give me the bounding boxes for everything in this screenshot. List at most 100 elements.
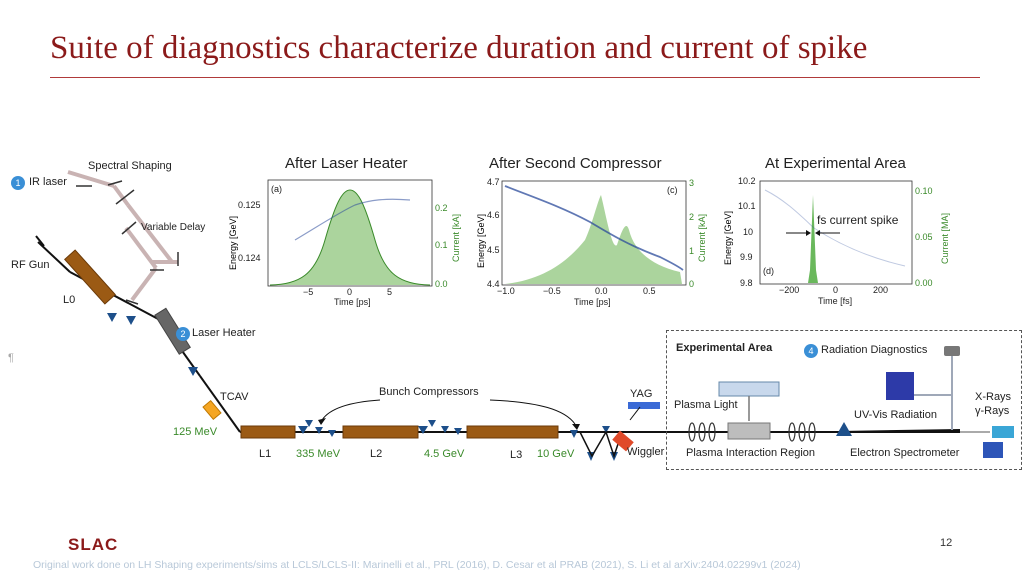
spectral-shaping-label: Spectral Shaping xyxy=(88,160,172,172)
laser-optics xyxy=(76,180,179,305)
panel-d-heading: At Experimental Area xyxy=(765,155,906,172)
panel-c-y2tick-2: 2 xyxy=(689,212,695,222)
panel-a-ytick-1: 0.125 xyxy=(238,200,261,210)
yag-arrow xyxy=(629,406,641,421)
page-number: 12 xyxy=(940,537,953,549)
experimental-area-title: Experimental Area xyxy=(676,342,773,354)
laser-heater-badge: 2 xyxy=(176,327,190,341)
l1-label: L1 xyxy=(259,448,272,460)
panel-c-label: (c) xyxy=(667,185,678,195)
wiggler-module xyxy=(612,430,634,452)
panel-a-y2tick-2: 0.1 xyxy=(435,240,448,250)
spectrometer-screen xyxy=(983,442,1003,458)
panel-c-ylabel: Energy [GeV] xyxy=(476,213,486,268)
panel-c-xtick-3: 0.0 xyxy=(595,286,608,296)
panel-a-ytick-2: 0.124 xyxy=(238,253,261,263)
panel-d-current-spike xyxy=(808,195,818,283)
gamma-rays-label: γ-Rays xyxy=(975,405,1010,417)
bunch-compressors-label: Bunch Compressors xyxy=(379,386,479,398)
panel-c-y2label: Current [kA] xyxy=(697,213,707,262)
l3-label: L3 xyxy=(510,449,523,461)
gun-cathode xyxy=(35,235,45,247)
panel-a-y2tick-1: 0.2 xyxy=(435,203,448,213)
fs-spike-annotation: fs current spike xyxy=(817,213,899,227)
panel-d-ytick-4: 9.9 xyxy=(740,252,753,262)
panel-c-y2tick-4: 0 xyxy=(689,279,695,289)
plasma-lenses xyxy=(688,422,816,442)
panel-c-y2tick-3: 1 xyxy=(689,246,695,256)
citation-footer: Original work done on LH Shaping experim… xyxy=(33,559,801,571)
panel-a-current-fill xyxy=(270,190,430,285)
laser-path xyxy=(67,170,178,302)
linac-l1 xyxy=(240,425,296,439)
energy-125-label: 125 MeV xyxy=(173,426,218,438)
title-divider xyxy=(50,77,980,78)
chicane-path xyxy=(579,430,623,459)
panel-c-xtick-4: 0.5 xyxy=(643,286,656,296)
xray-screen xyxy=(992,426,1014,438)
panel-d-ytick-5: 9.8 xyxy=(740,278,753,288)
panel-d-ytick-3: 10 xyxy=(743,227,754,237)
panel-a-plot xyxy=(267,179,433,287)
panel-a-label: (a) xyxy=(271,184,282,194)
panel-d-label: (d) xyxy=(763,266,774,276)
panel-d-xtick-1: −200 xyxy=(779,285,800,295)
panel-c-xtick-2: −0.5 xyxy=(543,286,561,296)
panel-a-current-line xyxy=(269,189,431,286)
rf-gun-label: RF Gun xyxy=(11,259,50,271)
radiation-badge: 4 xyxy=(804,344,818,358)
linac-l3 xyxy=(466,425,559,439)
panel-d-y2label: Current [MA] xyxy=(940,212,950,264)
panel-d-xlabel: Time [fs] xyxy=(818,296,853,306)
panel-c-xtick-1: −1.0 xyxy=(497,286,515,296)
xrays-label: X-Rays xyxy=(975,391,1012,403)
panel-a-xtick-2: 0 xyxy=(347,287,353,297)
yag-screen xyxy=(628,402,660,409)
variable-delay-label: Variable Delay xyxy=(141,222,206,233)
panel-d-y2tick-3: 0.00 xyxy=(915,278,933,288)
linac-segments xyxy=(64,249,559,439)
energy-10-label: 10 GeV xyxy=(537,448,575,460)
panel-a-phase-space xyxy=(294,198,411,241)
slac-logo: SLAC xyxy=(68,535,119,554)
linac-l2 xyxy=(342,425,419,439)
tcav-label: TCAV xyxy=(220,391,249,403)
yag-label: YAG xyxy=(630,388,653,400)
panel-c-phase-space xyxy=(504,185,684,271)
radiation-image xyxy=(886,372,914,400)
laser-heater-label: Laser Heater xyxy=(192,327,256,339)
page-title: Suite of diagnostics characterize durati… xyxy=(50,30,868,66)
plasma-light-label: Plasma Light xyxy=(674,399,738,411)
spectrometer-label: Electron Spectrometer xyxy=(850,447,960,459)
pilcrow-mark: ¶ xyxy=(8,352,14,364)
energy-45-label: 4.5 GeV xyxy=(424,448,465,460)
panel-c-xlabel: Time [ps] xyxy=(574,297,611,307)
linac-l0 xyxy=(64,249,116,305)
radiation-camera xyxy=(944,346,960,356)
ir-laser-label: IR laser xyxy=(29,176,67,188)
wiggler-label: Wiggler xyxy=(627,446,665,458)
panel-c-ytick-2: 4.6 xyxy=(487,210,500,220)
panel-c-current-fill xyxy=(505,195,682,284)
panel-d-phase-space xyxy=(764,189,906,267)
panel-c-y2tick-1: 3 xyxy=(689,178,695,188)
l0-label: L0 xyxy=(63,294,76,306)
experimental-area-box xyxy=(666,330,1022,470)
panel-a-y2label: Current [kA] xyxy=(451,213,461,262)
ir-laser-badge: 1 xyxy=(11,176,25,190)
panel-a-heading: After Laser Heater xyxy=(285,155,408,172)
energy-335-label: 335 MeV xyxy=(296,448,341,460)
panel-d-ytick-1: 10.2 xyxy=(738,176,756,186)
panel-d-ylabel: Energy [GeV] xyxy=(723,210,733,265)
panel-d-y2tick-2: 0.05 xyxy=(915,232,933,242)
uv-vis-label: UV-Vis Radiation xyxy=(854,409,937,421)
panel-c-ytick-3: 4.5 xyxy=(487,245,500,255)
bc2-arrow xyxy=(489,399,576,425)
panel-a-ylabel: Energy [GeV] xyxy=(228,215,238,270)
panel-d-plot xyxy=(759,180,913,285)
panel-d-ytick-2: 10.1 xyxy=(738,201,756,211)
panel-c-heading: After Second Compressor xyxy=(489,155,662,172)
panel-c-ytick-4: 4.4 xyxy=(487,279,500,289)
panel-a-xtick-3: 5 xyxy=(387,287,393,297)
radiation-diagnostics-label: Radiation Diagnostics xyxy=(821,344,928,356)
